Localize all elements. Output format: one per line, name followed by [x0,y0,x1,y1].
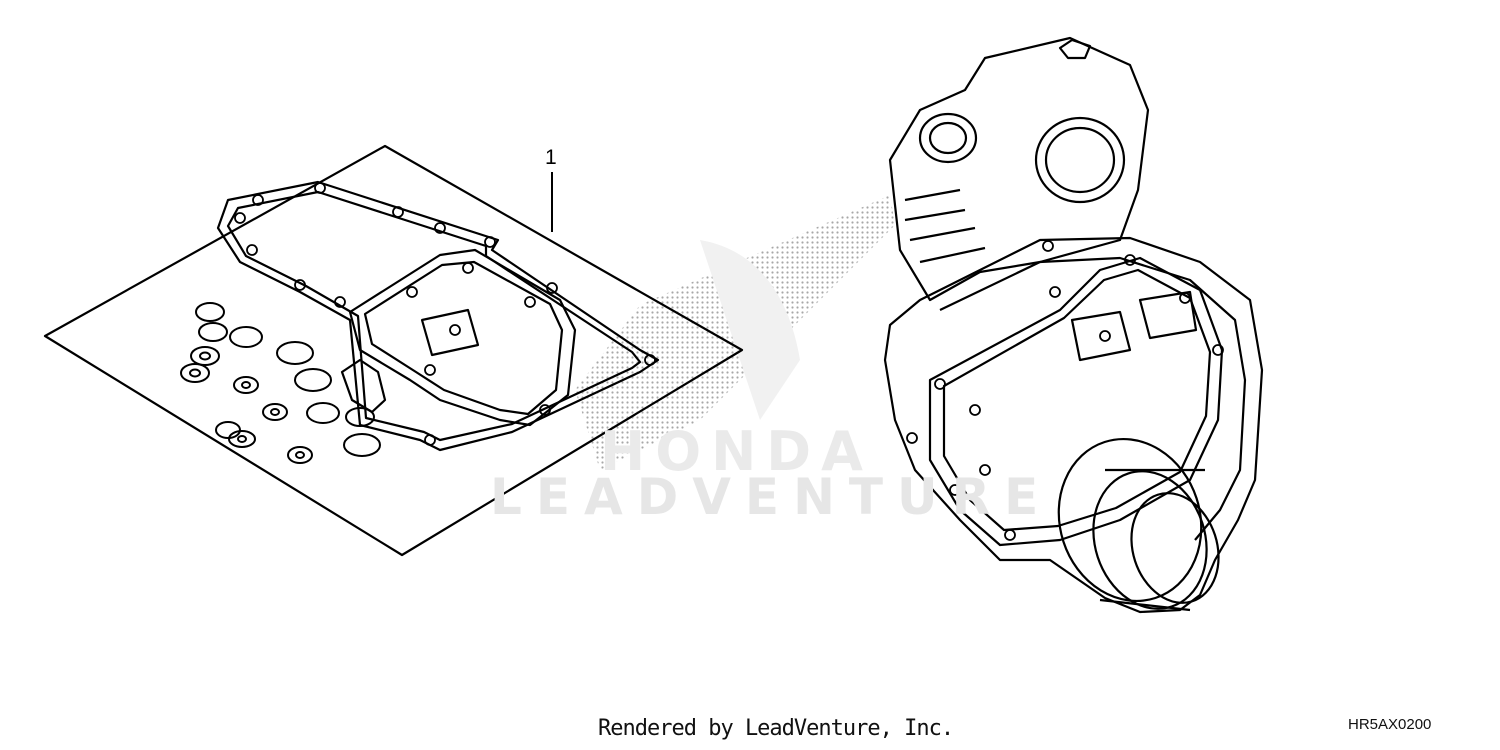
o-rings [180,302,381,464]
kit-sheet [43,144,744,557]
head-port-right [1034,116,1126,204]
watermark-text: LEADVENTURE [490,468,1053,526]
watermark-wing-icon [700,240,800,420]
bolt-holes [234,182,656,446]
head-port-left [918,112,978,164]
tab-gasket [340,358,387,414]
engine-bolt-holes [906,240,1224,541]
rendered-by-text: Rendered by LeadVenture, Inc. [598,716,954,741]
callout-number: 1 [545,146,557,169]
output-ring-inner [1130,492,1220,604]
engine-plate [1070,310,1132,362]
crankcase [883,236,1264,614]
small-plate-gasket [420,308,480,357]
diagram-code: HR5AX0200 [1348,716,1432,733]
output-ring-outer [1057,437,1203,603]
cover-gasket [348,248,577,427]
engine-side-gasket [928,256,1224,547]
cylinder-head [888,36,1150,302]
gasket-kit-icon [43,144,744,557]
watermark-brand: HONDA [600,420,873,483]
engine-icon [883,36,1264,614]
